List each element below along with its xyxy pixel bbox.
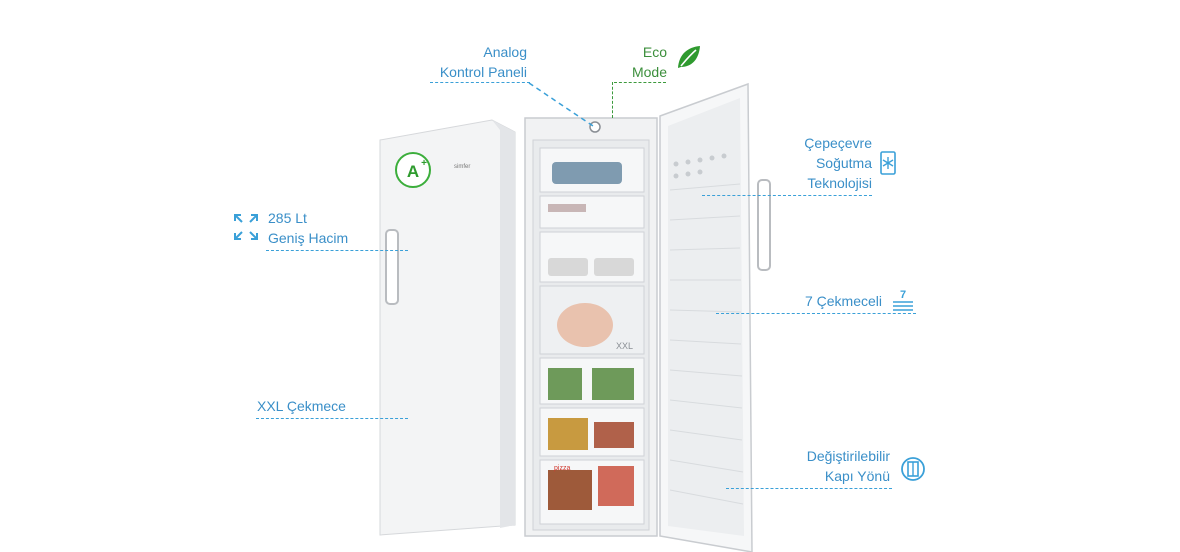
eco-line1: Eco — [642, 44, 667, 60]
expand-arrows-icon — [234, 214, 258, 240]
open-freezer-door — [659, 82, 771, 552]
door-line1: Değiştirilebilir — [806, 448, 890, 464]
analog-leader-diagonal — [528, 82, 597, 129]
feature-capacity: 285 Lt Geniş Hacim — [268, 208, 348, 248]
open-freezer-body: XXL pizza — [524, 117, 658, 537]
energy-badge-ring — [395, 152, 431, 188]
control-knob — [589, 121, 601, 133]
cooling-leader — [702, 195, 872, 196]
pizza-box-text: pizza — [554, 465, 570, 472]
energy-badge: A — [407, 162, 419, 181]
cooling-line3: Teknolojisi — [807, 175, 872, 191]
analog-line2: Kontrol Paneli — [439, 64, 527, 80]
door-line2: Kapı Yönü — [824, 468, 890, 484]
airflow-icon — [880, 151, 896, 175]
door-leader — [726, 488, 892, 489]
feature-seven-drawers: 7 Çekmeceli — [804, 293, 882, 309]
closed-freezer-unit: A + simfer — [379, 119, 516, 536]
analog-line1: Analog — [483, 44, 527, 60]
feature-surround-cooling: Çepeçevre Soğutma Teknolojisi — [760, 133, 872, 193]
drawers-icon-number: 7 — [900, 289, 906, 301]
feature-xxl-drawer: XXL Çekmece — [257, 398, 346, 414]
xxl-drawer-text: XXL — [616, 341, 633, 351]
leaf-icon — [678, 46, 700, 68]
cooling-line1: Çepeçevre — [804, 135, 872, 151]
brand-logo: simfer — [454, 164, 470, 170]
capacity-leader — [266, 250, 408, 251]
freezer-illustration: A + simfer XXL pizza — [379, 82, 771, 552]
drawers-icon: 7 — [893, 289, 913, 311]
cooling-line2: Soğutma — [815, 155, 872, 171]
feature-eco-mode: Eco Mode — [600, 42, 667, 82]
eco-leader-vertical — [612, 82, 613, 118]
energy-badge-plus: + — [421, 158, 427, 169]
drawers-leader — [716, 313, 916, 314]
feature-reversible-door: Değiştirilebilir Kapı Yönü — [760, 446, 890, 486]
reversible-door-icon — [901, 457, 925, 481]
closed-door-handle — [385, 229, 399, 305]
capacity-line2: Geniş Hacim — [268, 230, 349, 246]
xxl-leader — [256, 418, 408, 419]
capacity-line1: 285 Lt — [268, 210, 307, 226]
eco-leader-horizontal — [614, 82, 666, 83]
analog-leader-horizontal — [430, 82, 530, 83]
feature-analog-control-panel: Analog Kontrol Paneli — [400, 42, 527, 82]
eco-line2: Mode — [631, 64, 667, 80]
open-door-handle — [757, 179, 771, 271]
